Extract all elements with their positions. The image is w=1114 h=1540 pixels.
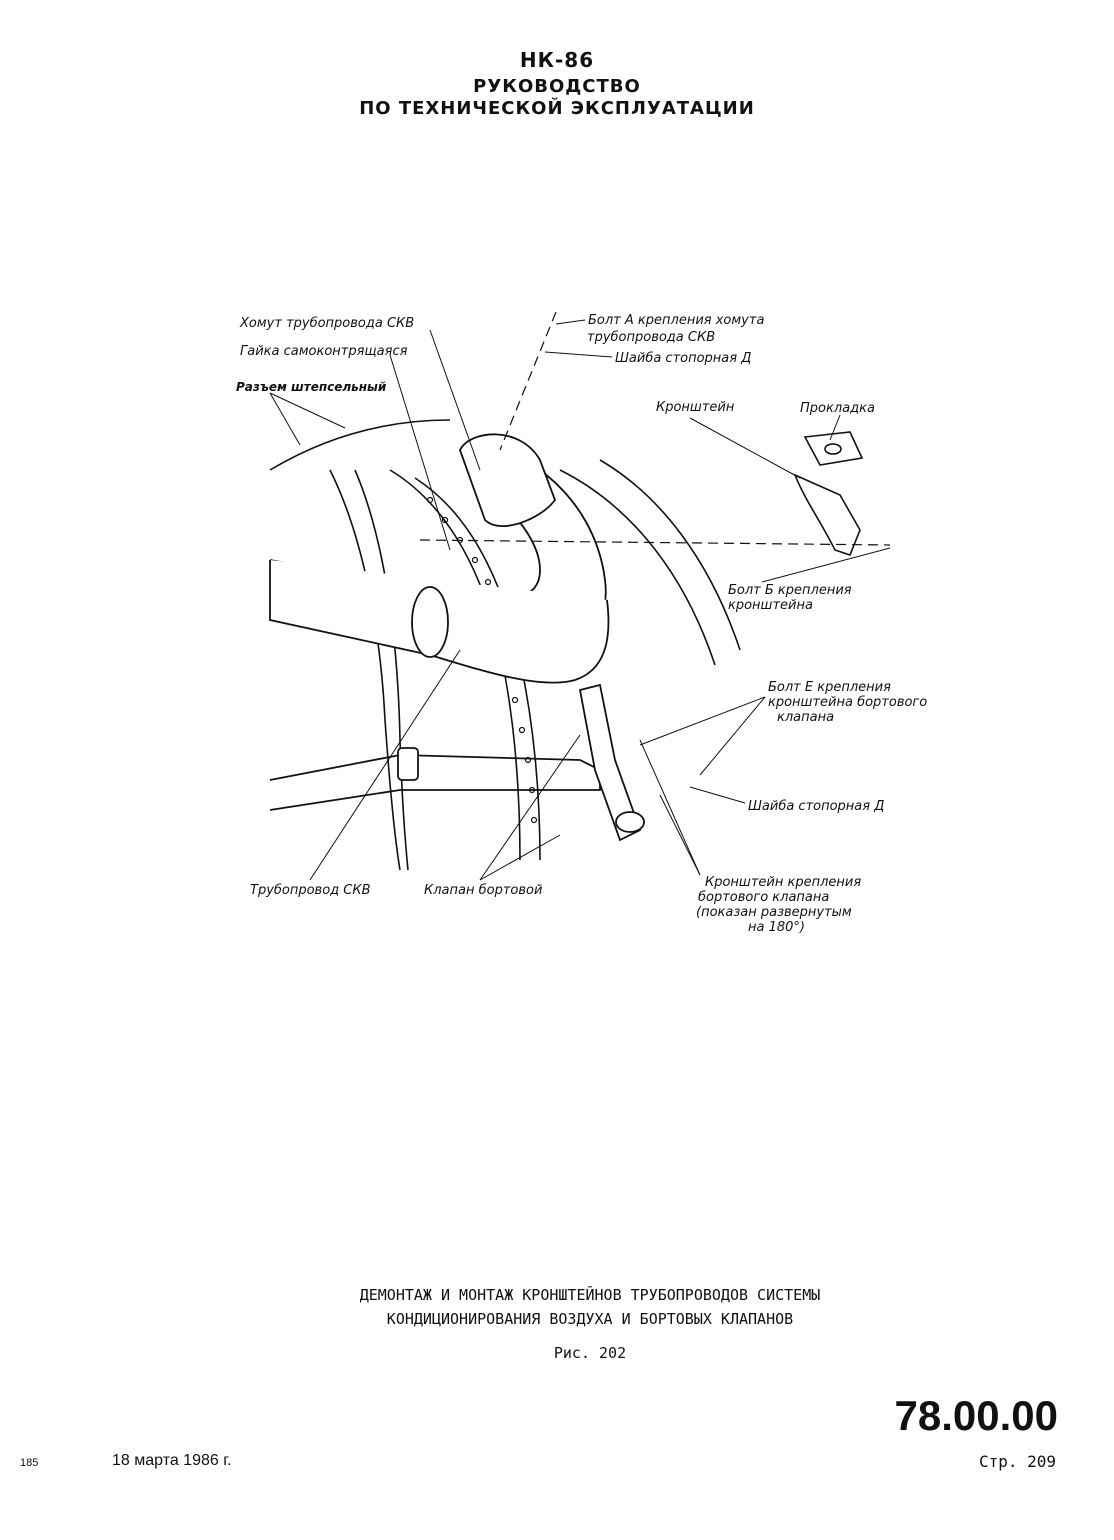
figure-reference: Рис. 202 xyxy=(553,1344,627,1362)
revision-date: 18 марта 1986 г. xyxy=(112,1452,232,1469)
label-valve: Клапан бортовой xyxy=(424,883,542,898)
label-bolt-e-line1: Болт Е крепления xyxy=(768,680,891,695)
label-bolt-e-line3: клапана xyxy=(777,710,834,725)
label-pipe: Трубопровод СКВ xyxy=(250,883,371,898)
label-connector: Разъем штепсельный xyxy=(236,380,387,394)
label-valve-bracket-line4: на 180°) xyxy=(748,920,805,935)
label-valve-bracket-line3: (показан развернутым xyxy=(696,905,852,920)
label-valve-bracket-line1: Кронштейн крепления xyxy=(705,875,861,890)
label-bolt-a-line1: Болт А крепления хомута xyxy=(588,313,764,328)
page-code: 185 xyxy=(20,1457,39,1469)
leader-lines xyxy=(269,319,891,881)
label-gasket: Прокладка xyxy=(800,401,875,416)
scv-pipe-drawing xyxy=(269,433,645,842)
label-bolt-b-line1: Болт Б крепления xyxy=(728,583,852,598)
frame-holes xyxy=(426,496,538,824)
caption-line2: КОНДИЦИОНИРОВАНИЯ ВОЗДУХА И БОРТОВЫХ КЛА… xyxy=(386,1310,794,1328)
label-bracket: Кронштейн xyxy=(656,400,735,415)
manual-title-line1: РУКОВОДСТВО xyxy=(473,76,641,97)
document-number: 78.00.00 xyxy=(894,1392,1059,1439)
label-bolt-b-line2: кронштейна xyxy=(728,598,813,613)
label-washer-d-bottom: Шайба стопорная Д xyxy=(748,799,884,814)
label-valve-bracket-line2: бортового клапана xyxy=(698,890,829,905)
label-bolt-e-line2: кронштейна бортового xyxy=(768,695,927,710)
caption-line1: ДЕМОНТАЖ И МОНТАЖ КРОНШТЕЙНОВ ТРУБОПРОВО… xyxy=(359,1286,821,1304)
page-number: Стр. 209 xyxy=(978,1452,1056,1471)
label-nut: Гайка самоконтрящаяся xyxy=(240,344,408,359)
manual-model: НК-86 xyxy=(519,48,595,72)
axis-lines xyxy=(419,311,891,546)
label-clamp: Хомут трубопровода СКВ xyxy=(239,316,414,331)
label-bolt-a-line2: трубопровода СКВ xyxy=(587,330,715,345)
label-washer-d-top: Шайба стопорная Д xyxy=(615,351,751,366)
manual-title-line2: ПО ТЕХНИЧЕСКОЙ ЭКСПЛУАТАЦИИ xyxy=(359,98,755,119)
bracket-drawing xyxy=(793,431,864,556)
